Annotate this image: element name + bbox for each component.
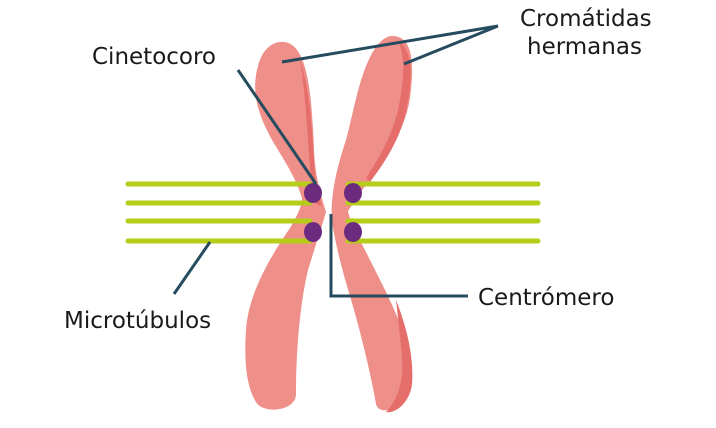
leader-lines	[172, 24, 499, 298]
right-lower-shade	[386, 300, 413, 413]
kinetochores	[304, 183, 362, 242]
label-centromero: Centrómero	[478, 285, 614, 311]
leader-centromero	[329, 214, 468, 298]
label-cromatidas-line1: Cromátidas	[520, 6, 652, 32]
kinetochore-top-left	[304, 183, 322, 203]
left-chromatid	[245, 41, 326, 410]
leader-cromatidas-left	[281, 24, 499, 64]
leader-cinetocoro	[236, 69, 318, 185]
right-chromatid-shade	[366, 40, 411, 182]
microtubules	[125, 181, 541, 244]
leader-cromatidas-right	[403, 24, 499, 66]
leader-microtubulos	[172, 241, 212, 295]
kinetochore-bottom-right	[344, 222, 362, 242]
label-cromatidas-line2: hermanas	[527, 34, 642, 60]
right-chromatid	[331, 35, 413, 411]
chromosome	[245, 35, 413, 413]
label-microtubulos: Microtúbulos	[64, 308, 211, 334]
kinetochore-top-right	[344, 183, 362, 203]
left-chromatid-shade	[300, 60, 322, 206]
kinetochore-bottom-left	[304, 222, 322, 242]
label-cinetocoro: Cinetocoro	[92, 44, 216, 70]
